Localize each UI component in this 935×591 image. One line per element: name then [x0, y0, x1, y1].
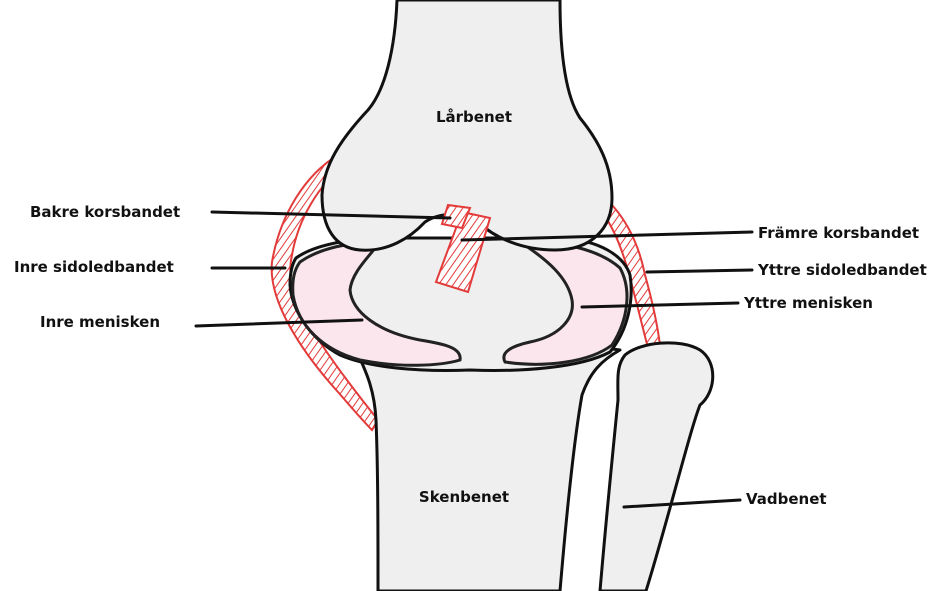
label-medial-collateral: Inre sidoledbandet: [14, 258, 174, 276]
label-medial-meniscus: Inre menisken: [40, 313, 160, 331]
label-fibula: Vadbenet: [746, 490, 827, 508]
fibula-bone: [600, 343, 713, 591]
label-lateral-meniscus: Yttre menisken: [743, 294, 873, 312]
label-lateral-collateral: Yttre sidoledbandet: [757, 261, 927, 279]
leader-lateral-collateral: [647, 270, 752, 272]
label-anterior-cruciate: Främre korsbandet: [758, 224, 919, 242]
label-posterior-cruciate: Bakre korsbandet: [30, 203, 180, 221]
label-tibia: Skenbenet: [419, 488, 509, 506]
label-femur: Lårbenet: [436, 108, 512, 126]
